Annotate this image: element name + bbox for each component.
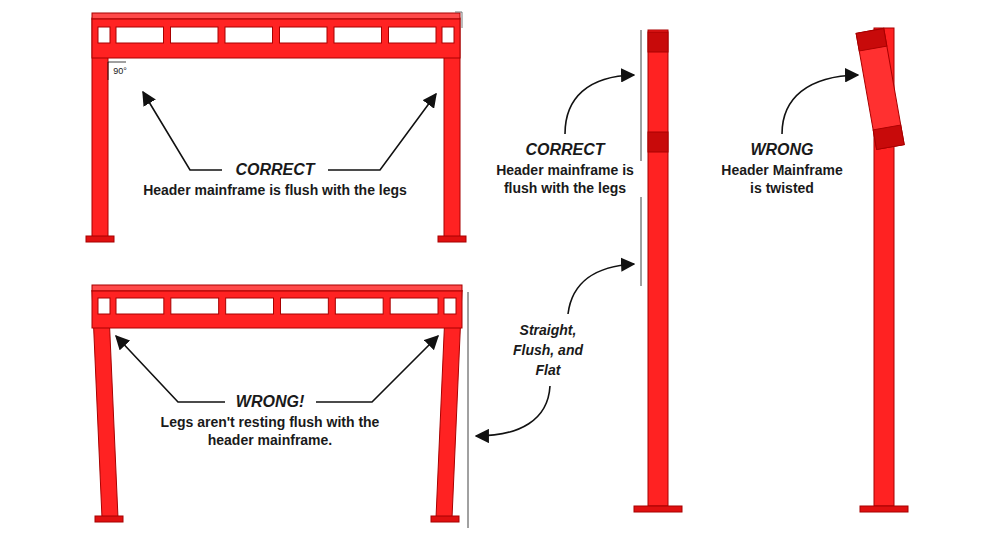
header-opening [116, 298, 164, 314]
header-end [648, 132, 668, 152]
angle-label: 90° [109, 66, 131, 76]
callout-label: Legs aren't resting flush with the heade… [145, 413, 395, 449]
leader-arrow [328, 94, 436, 170]
header-opening [280, 27, 328, 43]
foot-plate [95, 516, 123, 522]
header-opening [98, 27, 110, 43]
header-opening [389, 27, 437, 43]
foot-plate [438, 236, 466, 242]
reference-line [455, 12, 462, 13]
foot-plate [634, 506, 682, 512]
header-opening [171, 298, 219, 314]
header-opening [116, 27, 164, 43]
callout-label: WRONG [737, 140, 827, 160]
header-opening [226, 298, 274, 314]
header-opening [444, 298, 456, 314]
wrong-post [856, 28, 908, 512]
leader-arrow [143, 92, 222, 170]
header-opening [334, 27, 382, 43]
wrong-frame [92, 285, 462, 522]
callout-label: Header Mainframe is twisted [712, 161, 852, 197]
reference-line [468, 292, 469, 528]
leader-arrow [568, 264, 634, 314]
angle-mark [108, 62, 109, 80]
header-opening [442, 27, 454, 43]
callout-label: Header mainframe is flush with the legs [485, 161, 645, 197]
header-opening [171, 27, 219, 43]
header-opening [281, 298, 329, 314]
header-end [856, 28, 887, 51]
correct-frame [86, 13, 466, 242]
leader-arrow [565, 75, 634, 134]
header-opening [98, 298, 110, 314]
callout-label: Header mainframe is flush with the legs [115, 181, 435, 199]
angle-mark [108, 62, 126, 63]
twisted-header [856, 28, 904, 149]
foot-plate [860, 506, 908, 512]
foot-plate [431, 516, 459, 522]
header-openings [98, 27, 454, 43]
leader-arrow [316, 336, 438, 402]
leader-arrow [476, 386, 550, 436]
leader-arrow [782, 75, 858, 134]
header-top [92, 13, 460, 19]
header-opening [225, 27, 273, 43]
reference-line [641, 30, 642, 286]
callout-label: WRONG! [225, 392, 315, 412]
header-mainframe [92, 19, 460, 58]
correct-post [634, 30, 682, 512]
header-mainframe [92, 291, 462, 328]
reference-line [462, 12, 463, 28]
header-end [648, 32, 668, 52]
header-opening [335, 298, 383, 314]
callout-label: Straight, Flush, and Flat [500, 320, 596, 380]
header-end [873, 125, 904, 150]
leader-arrow [116, 336, 226, 402]
leader-arrows [116, 75, 858, 436]
callout-label: CORRECT [225, 160, 325, 180]
post-leg [648, 30, 668, 506]
header-top [92, 285, 462, 291]
header-opening [390, 298, 438, 314]
foot-plate [86, 236, 114, 242]
callout-label: CORRECT [520, 140, 610, 160]
header-openings [98, 298, 456, 314]
